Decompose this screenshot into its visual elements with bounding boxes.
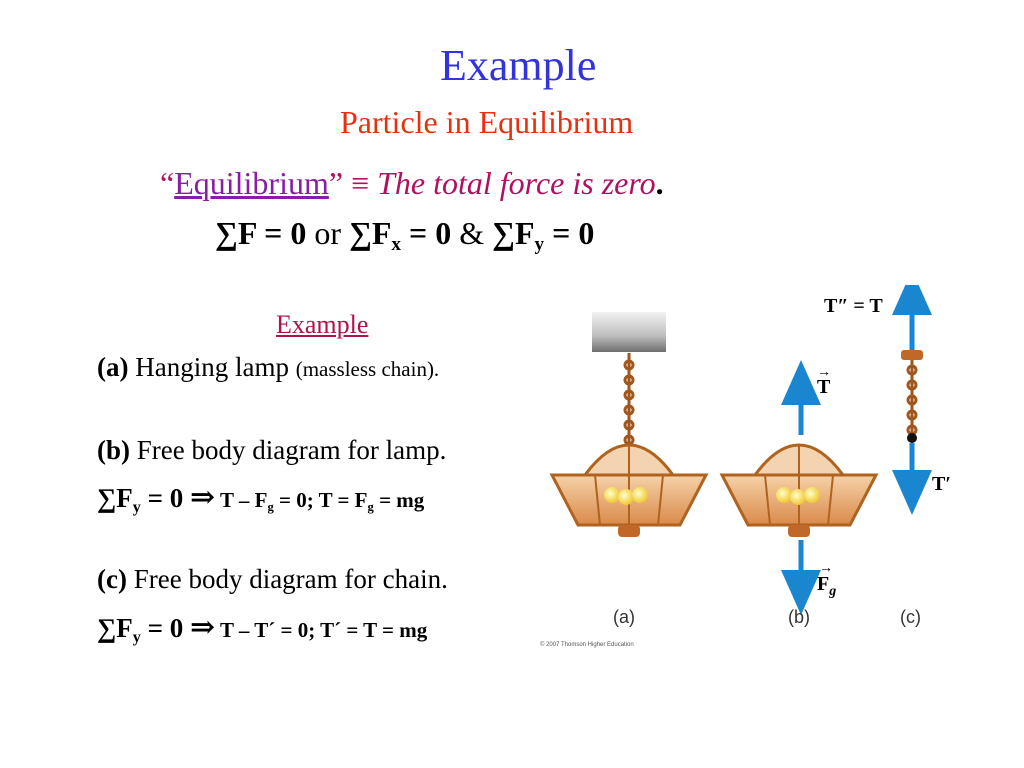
chain-c	[906, 360, 918, 436]
close-quote: ”	[328, 165, 344, 201]
formula-b: ∑Fy = 0 ⇒ T – Fg = 0; T = Fg = mg	[97, 481, 425, 516]
ampersand: &	[459, 215, 485, 251]
slide-title: Example	[440, 41, 597, 90]
sum-f: ∑F = 0	[215, 215, 307, 251]
example-heading: Example	[276, 310, 369, 339]
panel-label-c: (c)	[900, 607, 921, 627]
lamp-a	[549, 443, 709, 537]
panel-label-b: (b)	[788, 607, 810, 627]
open-quote: “	[160, 165, 175, 201]
chain-a	[623, 353, 635, 450]
ceiling-block	[592, 312, 666, 352]
item-b: (b) Free body diagram for lamp.	[97, 435, 447, 465]
definition-phrase: The total force is zero	[377, 165, 656, 201]
panel-label-a: (a)	[613, 607, 635, 627]
slide-subtitle: Particle in Equilibrium	[340, 104, 634, 140]
tension-eq-label-c: T″ = T	[824, 295, 883, 317]
item-c: (c) Free body diagram for chain.	[97, 564, 448, 594]
item-a: (a) Hanging lamp (massless chain).	[97, 352, 440, 382]
sum-of-forces-line: ∑F = 0 or ∑Fx = 0 & ∑Fy = 0	[215, 215, 594, 256]
gravity-label-b: Fg	[817, 573, 836, 599]
or-word: or	[314, 215, 342, 251]
lamp-b	[719, 443, 879, 537]
svg-text:→: →	[819, 561, 833, 576]
copyright-note: © 2007 Thomson Higher Education	[540, 641, 634, 648]
sum-fy: ∑Fy = 0	[492, 215, 595, 255]
tension-prime-label-c: T′	[932, 473, 951, 495]
definition-period: .	[655, 165, 664, 201]
lamp-figure: T → Fg → T″ = T T′ (a) (b) (c) © 2007 Th…	[540, 285, 951, 648]
sum-fx: ∑Fx = 0	[349, 215, 452, 255]
equilibrium-word: Equilibrium	[174, 165, 329, 201]
equilibrium-definition: “Equilibrium” ≡ The total force is zero.	[160, 165, 664, 202]
tension-label-b: T	[817, 376, 831, 398]
svg-text:→: →	[817, 365, 831, 380]
formula-c: ∑Fy = 0 ⇒ T – T´ = 0; T´ = T = mg	[97, 611, 428, 646]
equiv-symbol: ≡	[351, 165, 370, 201]
